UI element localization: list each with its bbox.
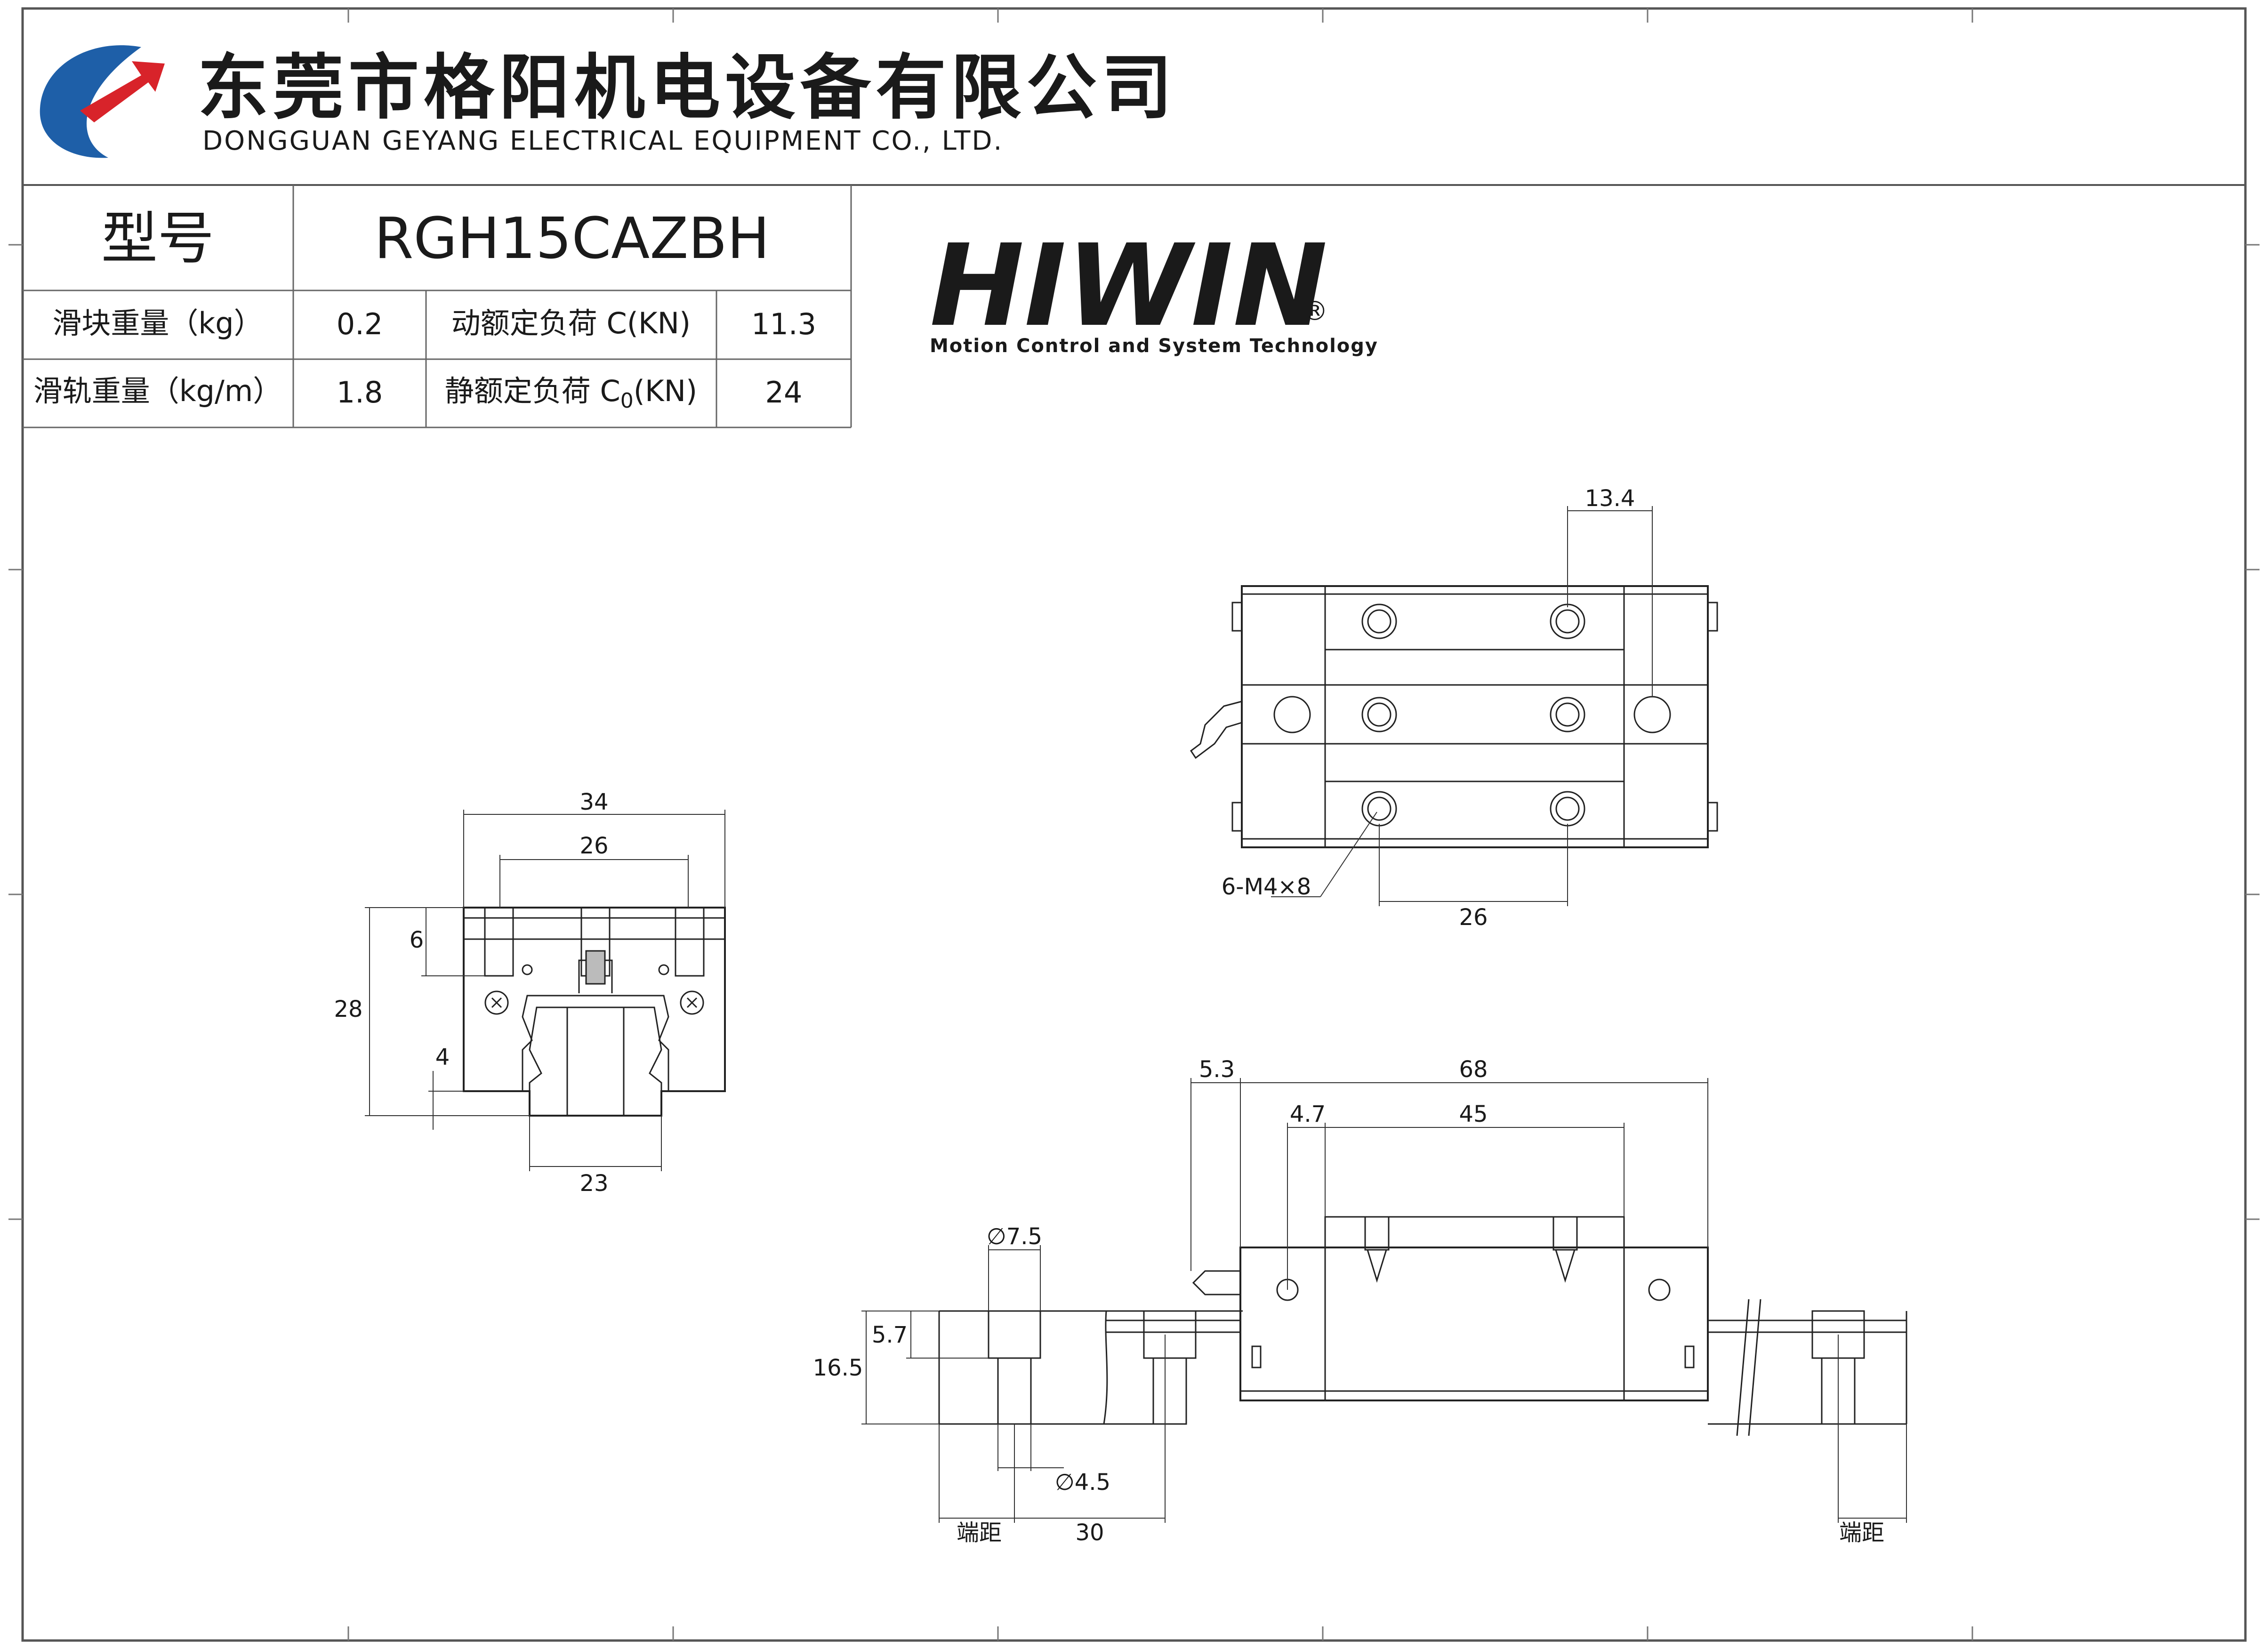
dim-seal-offset: 5.3 (1199, 1056, 1235, 1083)
dim-end-offset: 13.4 (1585, 485, 1635, 512)
hiwin-registered-mark: ® (1302, 296, 1328, 327)
hiwin-logo: HIWIN ® Motion Control and System Techno… (930, 220, 1378, 357)
spec-table (23, 185, 852, 428)
dim-width-total: 34 (579, 789, 608, 815)
dim-rail-pitch: 30 (1075, 1520, 1104, 1546)
hiwin-tagline: Motion Control and System Technology (930, 335, 1378, 357)
dim-cbore-dia: ∅7.5 (987, 1223, 1042, 1250)
dim-end-distance-right: 端距 (1839, 1520, 1884, 1546)
dim-end-distance-left: 端距 (957, 1520, 1002, 1546)
dim-rail-width: 23 (579, 1170, 608, 1197)
thread-callout: 6-M4×8 (1222, 874, 1311, 900)
model-value: RGH15CAZBH (374, 206, 770, 272)
frame-ticks (8, 8, 2260, 1641)
side-view-dimension-lines (861, 1078, 1907, 1523)
static-load-label: 静额定负荷 C0(KN) (445, 374, 697, 413)
dim-rail-gap: 4 (435, 1044, 450, 1070)
dim-hole-offset: 4.7 (1290, 1101, 1326, 1127)
top-view-dimension-lines (1271, 506, 1653, 906)
side-view (938, 1216, 1907, 1436)
company-logo (40, 45, 165, 158)
dynamic-load-value: 11.3 (751, 307, 816, 341)
static-load-label-tail: (KN) (634, 374, 697, 408)
rail-weight-value: 1.8 (337, 375, 383, 410)
dim-block-length: 68 (1459, 1056, 1488, 1083)
dim-height-total: 28 (334, 996, 362, 1022)
dim-body-length: 45 (1459, 1101, 1488, 1127)
company-header: 东莞市格阳机电设备有限公司 DONGGUAN GEYANG ELECTRICAL… (40, 45, 1177, 158)
front-view-dimension-lines (365, 810, 725, 1171)
company-name-cn: 东莞市格阳机电设备有限公司 (198, 47, 1177, 129)
static-load-label-main: 静额定负荷 C (445, 374, 620, 408)
front-view (463, 907, 726, 1117)
block-weight-label: 滑块重量（kg） (52, 306, 263, 340)
static-load-label-sub: 0 (620, 389, 634, 413)
block-weight-value: 0.2 (337, 307, 383, 341)
top-view (1190, 585, 1718, 848)
dim-hole-pitch-front: 26 (579, 833, 608, 859)
rail-weight-label: 滑轨重量（kg/m） (33, 374, 282, 408)
dim-hole-pitch-top: 26 (1459, 904, 1488, 931)
dim-cbore-depth: 5.7 (872, 1322, 908, 1348)
model-label: 型号 (101, 206, 214, 272)
sheet-border (21, 7, 2247, 1642)
dim-hole-depth: 6 (410, 927, 424, 953)
dim-rail-height: 16.5 (813, 1355, 863, 1381)
company-name-en: DONGGUAN GEYANG ELECTRICAL EQUIPMENT CO.… (202, 126, 1003, 156)
dim-hole-dia: ∅4.5 (1055, 1469, 1110, 1496)
hiwin-wordmark: HIWIN (930, 220, 1327, 352)
dynamic-load-label: 动额定负荷 C(KN) (451, 306, 691, 340)
static-load-value: 24 (765, 375, 803, 410)
